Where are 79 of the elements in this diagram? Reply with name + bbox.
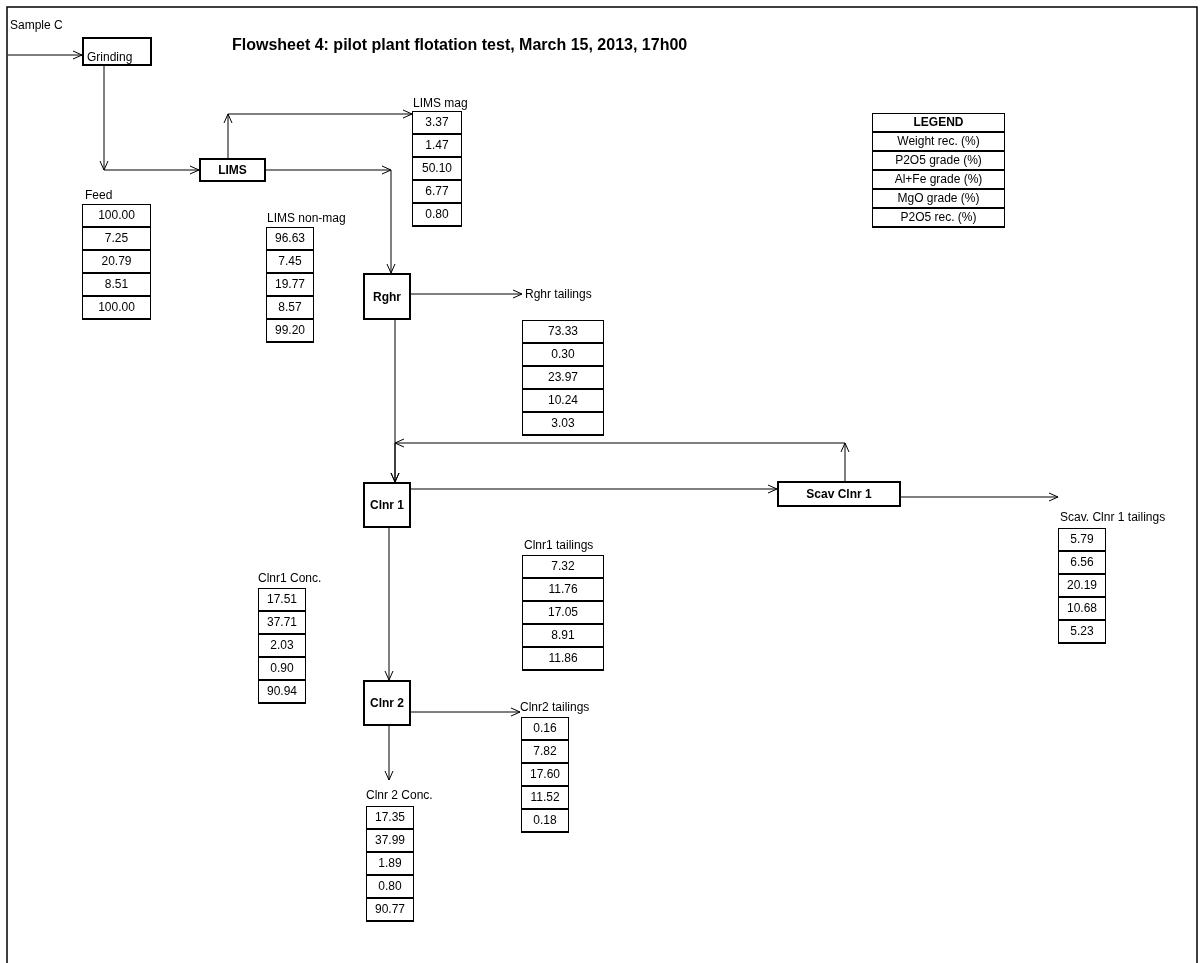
flow-arrow — [384, 527, 394, 681]
value-cell: 17.05 — [522, 601, 604, 625]
value-cell: 96.63 — [266, 227, 314, 251]
process-box: Grinding — [82, 37, 152, 66]
flow-arrow — [900, 492, 1059, 502]
flow-arrow — [384, 725, 394, 781]
value-cell: 8.51 — [82, 273, 151, 297]
flow-arrow — [265, 165, 396, 274]
value-cell: 10.24 — [522, 389, 604, 413]
value-cell: 3.03 — [522, 412, 604, 436]
stream-label: Scav. Clnr 1 tailings — [1060, 510, 1166, 524]
value-cell: 0.80 — [412, 203, 462, 227]
value-cell: 0.30 — [522, 343, 604, 367]
flow-arrow — [410, 707, 521, 717]
value-cell: 5.79 — [1058, 528, 1106, 552]
value-cell: 37.99 — [366, 829, 414, 853]
value-cell: 19.77 — [266, 273, 314, 297]
legend-entry: P2O5 grade (%) — [872, 151, 1005, 171]
stream-label: LIMS non-mag — [267, 211, 346, 225]
flow-arrow — [223, 109, 413, 159]
stream-label: Sample C — [10, 18, 63, 32]
stream-label: LIMS mag — [413, 96, 468, 110]
value-cell: 17.51 — [258, 588, 306, 612]
stream-label: Feed — [85, 188, 113, 202]
value-cell: 1.47 — [412, 134, 462, 158]
value-cell: 10.68 — [1058, 597, 1106, 621]
value-cell: 8.57 — [266, 296, 314, 320]
process-box: Scav Clnr 1 — [777, 481, 901, 507]
stream-label: Clnr1 tailings — [524, 538, 594, 552]
process-box: Clnr 2 — [363, 680, 411, 726]
value-cell: 17.35 — [366, 806, 414, 830]
value-cell: 0.16 — [521, 717, 569, 741]
value-cell: 20.19 — [1058, 574, 1106, 598]
diagram-title: Flowsheet 4: pilot plant flotation test, March 15, 2013, 17h00 — [232, 36, 688, 54]
process-box: LIMS — [199, 158, 266, 182]
value-cell: 73.33 — [522, 320, 604, 344]
value-cell: 17.60 — [521, 763, 569, 787]
legend-header: LEGEND — [872, 113, 1005, 133]
flow-arrow — [390, 438, 850, 483]
value-cell: 6.77 — [412, 180, 462, 204]
legend-entry: Weight rec. (%) — [872, 132, 1005, 152]
value-cell: 7.32 — [522, 555, 604, 579]
stream-label: Rghr tailings — [525, 287, 592, 301]
flow-arrow — [7, 50, 83, 60]
value-cell: 3.37 — [412, 111, 462, 135]
value-cell: 99.20 — [266, 319, 314, 343]
legend-entry: Al+Fe grade (%) — [872, 170, 1005, 190]
value-cell: 0.90 — [258, 657, 306, 681]
value-cell: 11.76 — [522, 578, 604, 602]
value-cell: 90.94 — [258, 680, 306, 704]
value-cell: 7.45 — [266, 250, 314, 274]
legend-entry: MgO grade (%) — [872, 189, 1005, 209]
value-cell: 100.00 — [82, 296, 151, 320]
value-cell: 37.71 — [258, 611, 306, 635]
flow-arrow — [410, 289, 523, 299]
value-cell: 8.91 — [522, 624, 604, 648]
stream-label: Clnr2 tailings — [520, 700, 590, 714]
value-cell: 5.23 — [1058, 620, 1106, 644]
value-cell: 0.80 — [366, 875, 414, 899]
value-cell: 23.97 — [522, 366, 604, 390]
flow-arrow — [99, 65, 200, 175]
value-cell: 100.00 — [82, 204, 151, 228]
legend-entry: P2O5 rec. (%) — [872, 208, 1005, 228]
process-box: Clnr 1 — [363, 482, 411, 528]
value-cell: 11.52 — [521, 786, 569, 810]
value-cell: 11.86 — [522, 647, 604, 671]
value-cell: 6.56 — [1058, 551, 1106, 575]
value-cell: 20.79 — [82, 250, 151, 274]
stream-label: Clnr1 Conc. — [258, 571, 322, 585]
process-box: Rghr — [363, 273, 411, 320]
value-cell: 0.18 — [521, 809, 569, 833]
value-cell: 50.10 — [412, 157, 462, 181]
value-cell: 7.25 — [82, 227, 151, 251]
flow-arrow — [410, 484, 778, 494]
value-cell: 2.03 — [258, 634, 306, 658]
stream-label: Clnr 2 Conc. — [366, 788, 433, 802]
value-cell: 1.89 — [366, 852, 414, 876]
value-cell: 90.77 — [366, 898, 414, 922]
value-cell: 7.82 — [521, 740, 569, 764]
